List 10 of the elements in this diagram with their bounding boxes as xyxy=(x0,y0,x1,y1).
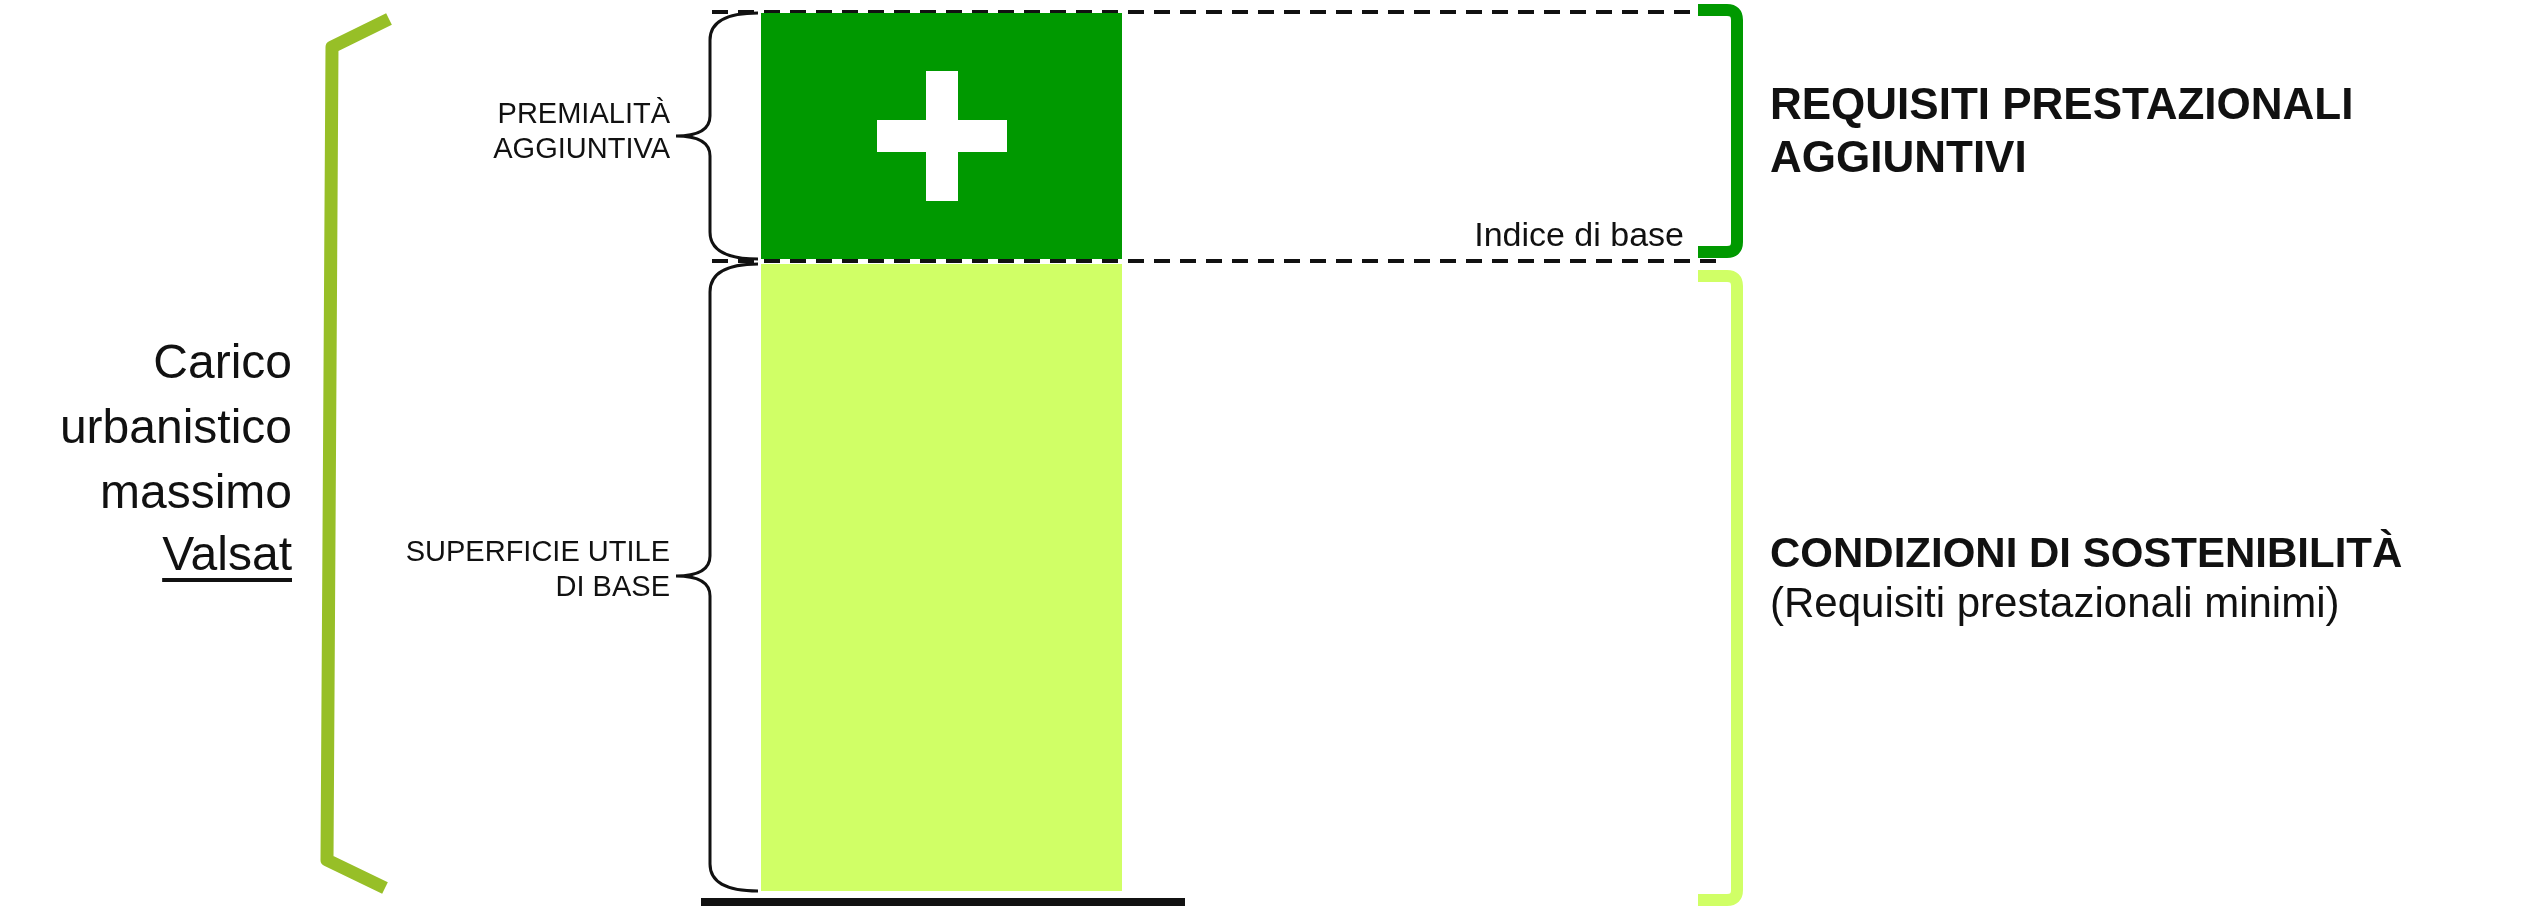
bar xyxy=(761,264,1122,891)
bar xyxy=(761,13,1122,259)
label: PREMIALITÀ AGGIUNTIVA xyxy=(492,96,670,166)
heading: CONDIZIONI DI SOSTENIBILITÀ xyxy=(1770,528,2404,578)
label: SUPERFICIE UTILE DI BASE xyxy=(404,534,670,604)
label: Valsat xyxy=(161,526,292,582)
heading: REQUISITI PRESTAZIONALI AGGIUNTIVI xyxy=(1770,78,2355,183)
label: Carico urbanistico massimo xyxy=(58,334,292,520)
label: (Requisiti prestazionali minimi) xyxy=(1770,578,2341,628)
label: Indice di base xyxy=(1473,214,1684,255)
